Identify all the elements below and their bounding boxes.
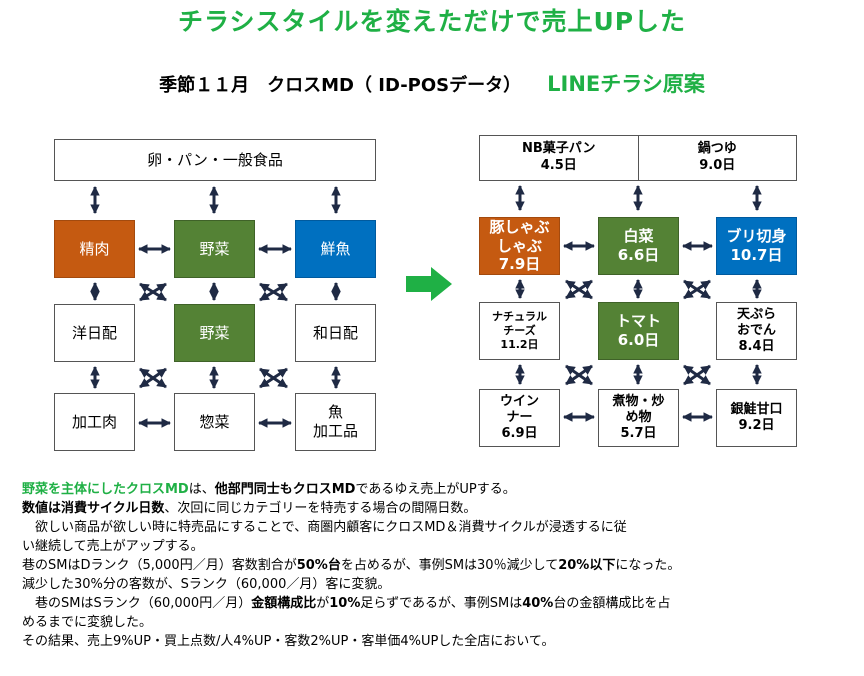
subtitle-lead: 季節１１月 クロスMD（ ID-POSデータ） (159, 75, 522, 96)
left-xconn-23-b2 (259, 367, 288, 389)
left-box-meat: 精肉 (54, 220, 135, 278)
right-box-natural-cheese: ナチュラル チーズ 11.2日 (479, 302, 560, 360)
right-box-napa-cabbage: 白菜 6.6日 (598, 217, 679, 275)
transition-arrow (406, 267, 452, 301)
right-top-cell-bread: NB菓子パン 4.5日 (522, 141, 596, 173)
right-top-cell-hotpot-soup: 鍋つゆ 9.0日 (637, 136, 797, 180)
note-6b: 金額構成比 (251, 596, 317, 611)
note-6a: 巷のSMはSランク（60,000円／月） (22, 596, 252, 611)
left-box-deli: 惣菜 (174, 393, 255, 451)
note-2a: 数値は消費サイクル日数 (22, 501, 165, 516)
note-4b: 50%台 (296, 558, 341, 573)
note-6e: 足らずであるが、事例SMは (360, 596, 523, 611)
note-4d: 20%以下 (558, 558, 616, 573)
right-top-box: NB菓子パン 4.5日 鍋つゆ 9.0日 (479, 135, 797, 181)
note-1a: 野菜を主体にしたクロスMD (22, 482, 189, 497)
right-box-simmered-stirfry: 煮物・炒 め物 5.7日 (598, 389, 679, 447)
left-box-processed-fish: 魚 加工品 (295, 393, 376, 451)
note-4e: になった。 (615, 558, 681, 573)
right-box-wiener: ウイン ナー 6.9日 (479, 389, 560, 447)
left-box-vegetable-center: 野菜 (174, 304, 255, 362)
note-6d: 10% (329, 596, 361, 611)
right-xconn-12-b2 (683, 279, 711, 300)
note-3: 欲しい商品が欲しい時に特売品にすることで、商圏内顧客にクロスMD＆消費サイクルが… (22, 520, 627, 554)
left-box-fish: 鮮魚 (295, 220, 376, 278)
subtitle-plan: LINEチラシ原案 (547, 72, 705, 96)
right-xconn-23-b2 (683, 364, 711, 386)
note-7: その結果、売上9%UP・買上点数/人4%UP・客数2%UP・客単価4%UPした全… (22, 634, 555, 649)
note-2b: 、次回に同じカテゴリーを特売する場合の間隔日数。 (164, 501, 477, 516)
left-box-processed-meat: 加工肉 (54, 393, 135, 451)
note-6c: が (316, 596, 330, 611)
left-xconn-12-b2 (259, 282, 288, 302)
right-box-tomato: トマト 6.0日 (598, 302, 679, 360)
note-6f: 40% (522, 596, 554, 611)
notes-block: 野菜を主体にしたクロスMDは、他部門同士もクロスMDであるゆえ売上がUPする。 … (22, 480, 862, 651)
right-box-salted-salmon: 銀鮭甘口 9.2日 (716, 389, 797, 447)
left-xconn-23-a2 (139, 367, 167, 389)
left-xconn-12-a2 (139, 282, 167, 302)
right-box-pork-shabu: 豚しゃぶ しゃぶ 7.9日 (479, 217, 560, 275)
note-5: 減少した30%分の客数が、Sランク（60,000／月）客に変貌。 (22, 577, 391, 592)
right-xconn-12-a2 (565, 279, 593, 300)
left-box-japanese-dairy: 和日配 (295, 304, 376, 362)
note-1c: 他部門同士もクロスMD (214, 482, 356, 497)
page-subtitle: 季節１１月 クロスMD（ ID-POSデータ） LINEチラシ原案 (0, 68, 864, 98)
note-1b: は、 (188, 482, 215, 497)
note-1d: であるゆえ売上がUPする。 (355, 482, 516, 497)
right-box-tempura-oden: 天ぷら おでん 8.4日 (716, 302, 797, 360)
left-top-box: 卵・パン・一般食品 (54, 139, 376, 181)
note-4c: を占めるが、事例SMは30％減少して (340, 558, 559, 573)
right-xconn-23-a2 (565, 364, 593, 386)
right-box-yellowtail: ブリ切身 10.7日 (716, 217, 797, 275)
page-title: チラシスタイルを変えただけで売上UPした (177, 7, 687, 36)
left-box-vegetable-top: 野菜 (174, 220, 255, 278)
note-4a: 巷のSMはDランク（5,000円／月）客数割合が (22, 558, 297, 573)
left-box-western-dairy: 洋日配 (54, 304, 135, 362)
note-6g: 台の金額構成比を占 めるまでに変貌した。 (22, 596, 671, 630)
